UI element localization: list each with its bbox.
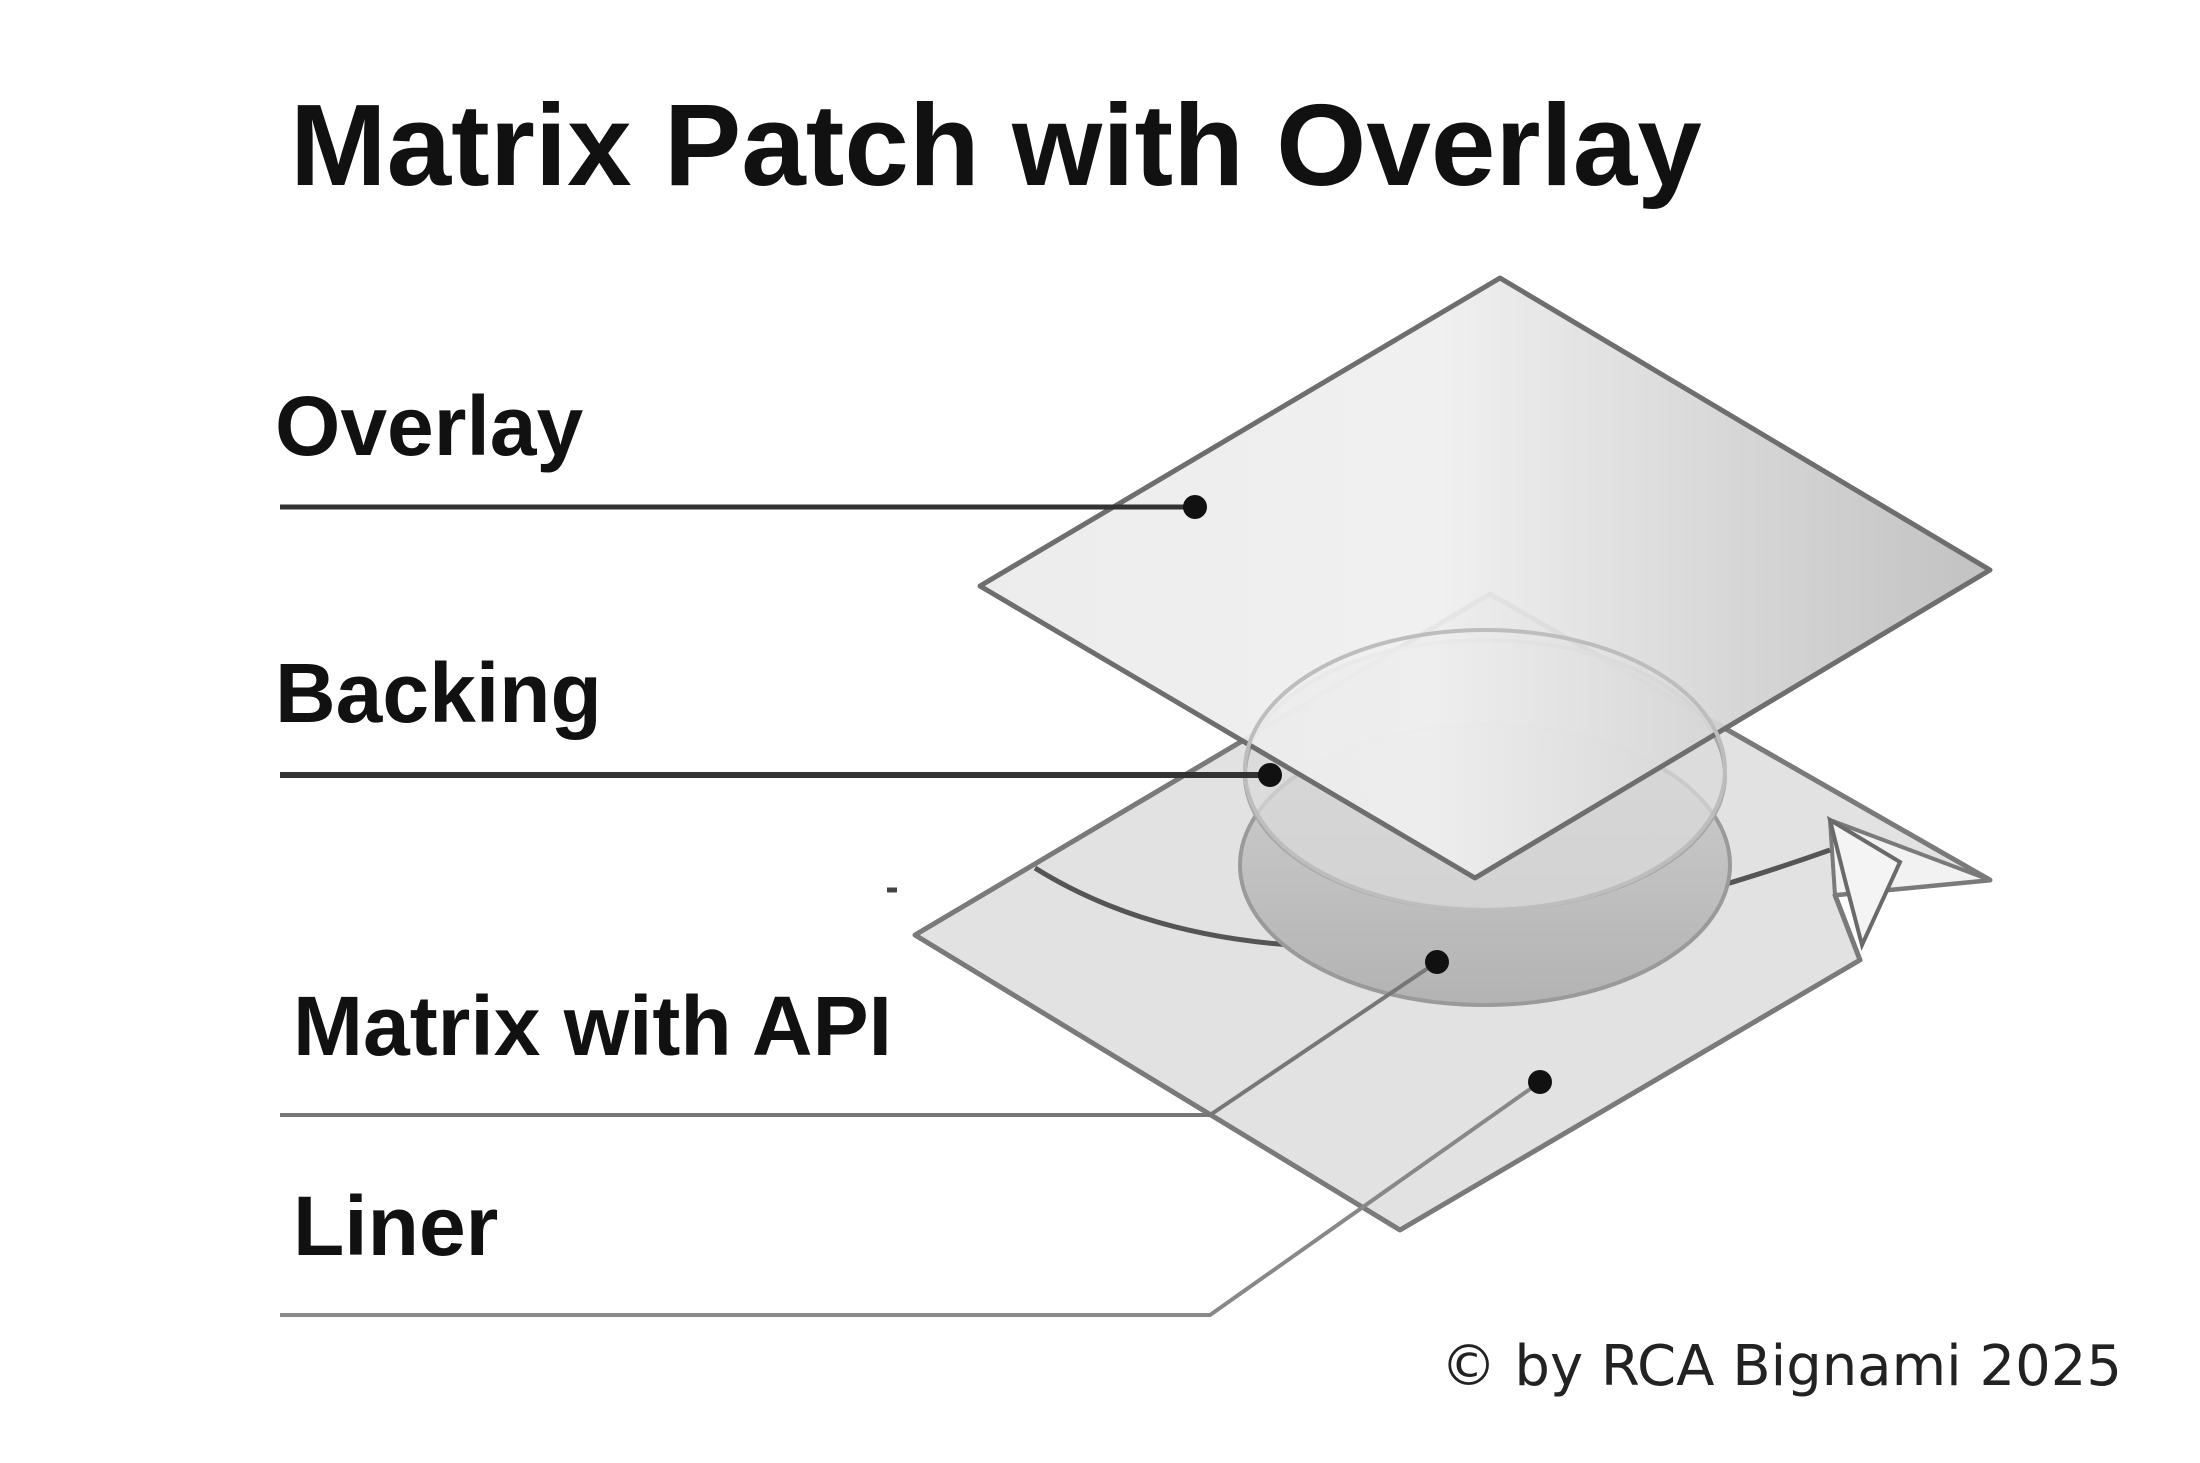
pointer-dot-matrix <box>1425 950 1449 974</box>
disc-outline <box>1243 628 1727 912</box>
pointer-dot-backing <box>1258 763 1282 787</box>
label-backing: Backing <box>275 646 602 740</box>
pointer-dot-overlay <box>1183 495 1207 519</box>
label-overlay: Overlay <box>275 379 584 473</box>
diagram-title: Matrix Patch with Overlay <box>290 80 1702 210</box>
leader-matrix <box>280 950 1449 1117</box>
label-matrix: Matrix with API <box>293 979 892 1073</box>
leader-liner <box>280 1070 1552 1317</box>
leader-overlay <box>280 495 1207 519</box>
credit-text: © by RCA Bignami 2025 <box>1441 1334 2122 1399</box>
pointer-dot-liner <box>1528 1070 1552 1094</box>
leader-backing <box>280 763 1282 787</box>
overlay-layer <box>977 275 1993 881</box>
label-liner: Liner <box>293 1179 498 1273</box>
